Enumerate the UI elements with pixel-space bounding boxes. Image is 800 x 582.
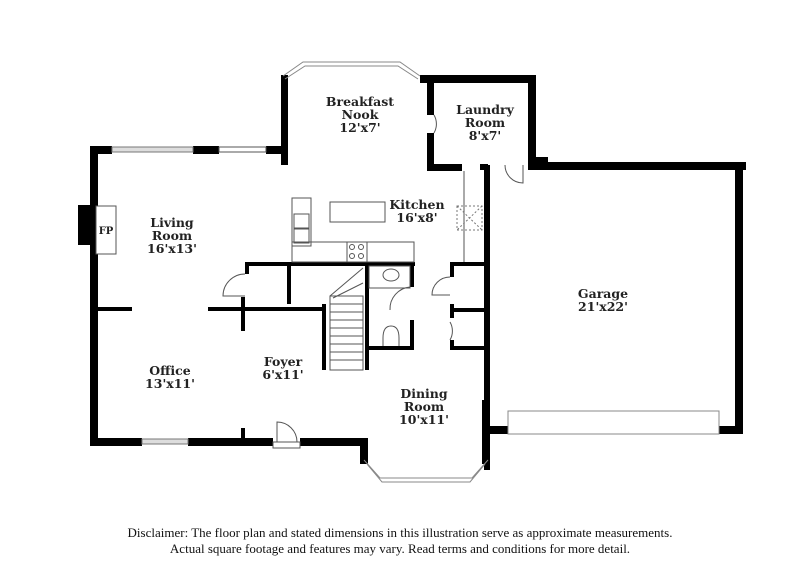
room-name: Dining [400, 386, 448, 401]
room-dimensions: 8'x7' [468, 128, 502, 143]
room-name: Room [464, 115, 506, 130]
room-dimensions: 21'x22' [578, 299, 628, 314]
room-label-office: Office 13'x11' [145, 364, 195, 390]
kitchen-fixtures [291, 171, 483, 263]
room-label-laundry-room: Laundry Room 8'x7' [456, 103, 514, 142]
room-dimensions: 12'x7' [339, 120, 381, 135]
room-name: Garage [577, 286, 629, 301]
room-label-garage: Garage 21'x22' [578, 287, 628, 313]
room-dimensions: 6'x11' [262, 367, 304, 382]
room-name: Living [150, 215, 194, 230]
room-label-kitchen: Kitchen 16'x8' [389, 198, 444, 224]
exterior-walls [78, 75, 746, 470]
room-label-foyer: Foyer 6'x11' [262, 355, 303, 381]
disclaimer-line-1: Disclaimer: The floor plan and stated di… [127, 525, 673, 540]
room-dimensions: 10'x11' [399, 412, 449, 427]
interior-walls [98, 262, 485, 440]
room-dimensions: 16'x8' [396, 210, 438, 225]
room-label-living-room: Living Room 16'x13' [147, 216, 197, 255]
staircase [329, 267, 364, 371]
room-name: Foyer [263, 354, 303, 369]
fireplace-label: FP [98, 226, 114, 237]
room-dimensions: 13'x11' [145, 376, 195, 391]
room-name: Room [403, 399, 445, 414]
room-label-dining-room: Dining Room 10'x11' [399, 387, 449, 426]
doors [222, 114, 524, 449]
room-name: Laundry [456, 102, 514, 117]
disclaimer: Disclaimer: The floor plan and stated di… [0, 525, 800, 557]
room-name: Kitchen [389, 197, 445, 212]
room-name: Office [149, 363, 191, 378]
room-name: Nook [341, 107, 379, 122]
room-label-breakfast-nook: Breakfast Nook 12'x7' [326, 95, 394, 134]
room-name: Room [151, 228, 193, 243]
room-dimensions: 16'x13' [147, 241, 197, 256]
powder-room-fixtures [368, 265, 411, 346]
room-name: Breakfast [325, 94, 395, 109]
bay-windows [282, 61, 489, 483]
disclaimer-line-2: Actual square footage and features may v… [169, 541, 631, 556]
windows [111, 146, 720, 445]
